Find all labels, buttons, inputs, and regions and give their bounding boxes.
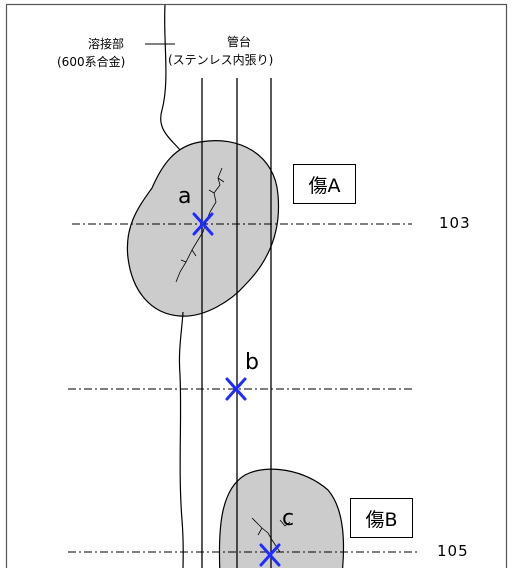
point-a-label: a [178, 184, 192, 209]
weld-boundary-line [160, 4, 184, 568]
tube-label-line1: 管台 [227, 35, 252, 49]
flaw-b-label: 傷B [350, 498, 413, 538]
ref-number-103: 103 [439, 214, 471, 232]
marker-c [259, 543, 281, 567]
flaw-a-region [126, 140, 280, 317]
marker-a [192, 212, 214, 236]
outer-frame [5, 3, 508, 568]
marker-b [225, 377, 247, 401]
flaw-b-region [218, 468, 345, 568]
weld-label-line1: 溶接部 [88, 37, 125, 51]
crack-c [251, 517, 291, 553]
ref-number-105: 105 [437, 542, 469, 560]
weld-label-line2: (600系合金) [57, 55, 126, 69]
point-c-label: c [282, 506, 295, 531]
tube-label-line2: (ステンレス内張り) [168, 53, 274, 67]
point-b-label: b [245, 350, 259, 375]
flaw-a-label: 傷A [293, 164, 356, 204]
crack-a-branch [180, 177, 225, 263]
